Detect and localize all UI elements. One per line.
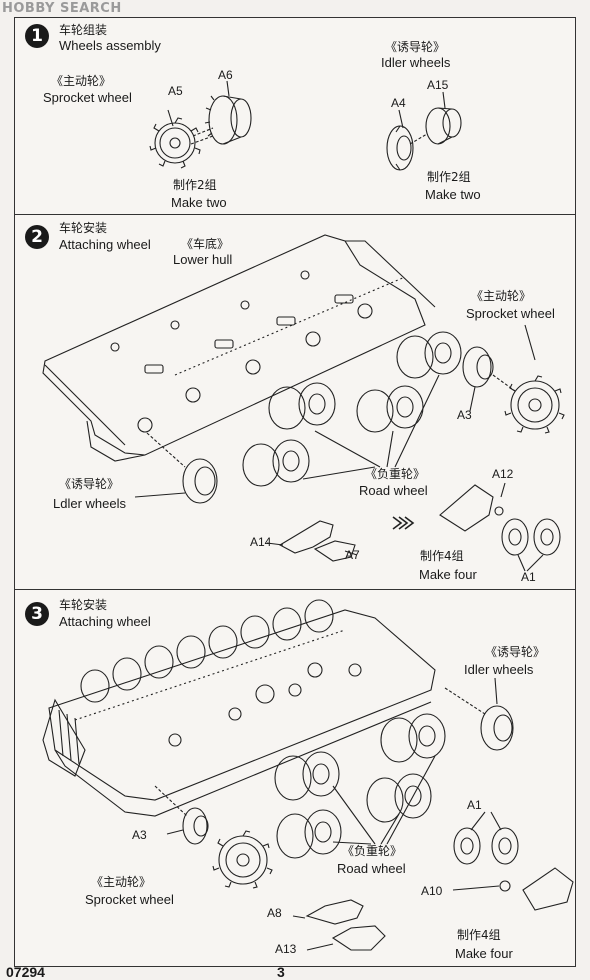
- sprocket-label-en: Sprocket wheel: [43, 90, 132, 105]
- make-two-en-right: Make two: [425, 187, 481, 202]
- part-a6-label: A6: [218, 68, 233, 82]
- make-two-en-left: Make two: [171, 195, 227, 210]
- step-2-drawing: [42, 234, 565, 572]
- idler-wheel-drawing: [134, 432, 218, 504]
- road-wheel-label-cn: 《负重轮》: [342, 844, 403, 858]
- hull-with-wheels-drawing: [42, 599, 436, 817]
- part-a8-label: A8: [267, 906, 282, 920]
- step-1-panel: 1 车轮组装 Wheels assembly 《主动轮》 Sprocket wh…: [14, 17, 576, 215]
- idler-label-cn: 《诱导轮》: [485, 645, 546, 659]
- road-wheel-pairs-drawing: [242, 331, 462, 487]
- watermark: HOBBY SEARCH: [2, 1, 122, 16]
- road-wheel-label-en: Road wheel: [359, 483, 428, 498]
- sprocket-label-cn: 《主动轮》: [51, 74, 112, 88]
- sprocket-wheel-drawing: [154, 785, 273, 889]
- idler-hub-a15-drawing: [409, 91, 462, 145]
- part-a10-label: A10: [421, 884, 443, 898]
- step-2-panel: 2 车轮安装 Attaching wheel 《车底》 Lower hull 《…: [14, 214, 576, 590]
- step-title-en: Attaching wheel: [59, 614, 151, 629]
- part-a3-label: A3: [132, 828, 147, 842]
- lower-hull-drawing: [42, 234, 436, 462]
- page-number: 3: [277, 964, 285, 980]
- part-a13-label: A13: [275, 942, 297, 956]
- sprocket-label-cn: 《主动轮》: [91, 875, 152, 889]
- road-wheel-label-cn: 《负重轮》: [365, 467, 426, 481]
- step-3-drawing: [42, 599, 574, 951]
- part-a3-label: A3: [457, 408, 472, 422]
- part-a5-label: A5: [168, 84, 183, 98]
- step-number: 3: [25, 602, 49, 626]
- idler-label-en: Ldler wheels: [53, 496, 126, 511]
- part-a4-label: A4: [391, 96, 406, 110]
- part-a7-label: A7: [345, 548, 360, 562]
- part-a1-label: A1: [521, 570, 536, 584]
- step-title-cn: 车轮安装: [59, 221, 108, 235]
- idler-label-cn: 《诱导轮》: [59, 477, 120, 491]
- sprocket-hub-a6-drawing: [190, 80, 252, 145]
- suspension-arm-drawing: [292, 899, 386, 951]
- step-title-cn: 车轮安装: [59, 598, 108, 612]
- part-a15-label: A15: [427, 78, 449, 92]
- sprocket-label-cn: 《主动轮》: [471, 289, 532, 303]
- make-four-label-en: Make four: [419, 567, 477, 582]
- idler-wheel-a4-drawing: [386, 109, 414, 171]
- sprocket-wheel-drawing: [462, 324, 565, 434]
- road-wheel-pairs-drawing: [274, 713, 446, 859]
- make-two-cn-left: 制作2组: [173, 178, 217, 192]
- footer-code: 07294: [6, 964, 45, 980]
- sprocket-label-en: Sprocket wheel: [466, 306, 555, 321]
- road-wheel-subassembly-drawing: [452, 811, 574, 911]
- make-four-label-en: Make four: [455, 946, 513, 961]
- make-two-cn-right: 制作2组: [427, 170, 471, 184]
- step-title-en: Attaching wheel: [59, 237, 151, 252]
- idler-label-cn: 《诱导轮》: [385, 40, 446, 54]
- step-title-en: Wheels assembly: [59, 38, 161, 53]
- road-wheel-label-en: Road wheel: [337, 861, 406, 876]
- lower-hull-label-en: Lower hull: [173, 252, 233, 267]
- make-four-label-cn: 制作4组: [420, 549, 464, 563]
- step-number: 1: [25, 24, 49, 48]
- sprocket-wheel-a5-drawing: [149, 109, 201, 169]
- part-a14-label: A14: [250, 535, 272, 549]
- wheels-assembly-drawing: [149, 80, 462, 171]
- part-a12-label: A12: [492, 467, 514, 481]
- sprocket-label-en: Sprocket wheel: [85, 892, 174, 907]
- make-four-label-cn: 制作4组: [457, 928, 501, 942]
- step-number: 2: [25, 225, 49, 249]
- idler-label-en: Idler wheels: [381, 55, 451, 70]
- idler-wheel-drawing: [444, 677, 514, 751]
- part-a1-label: A1: [467, 798, 482, 812]
- lower-hull-label-cn: 《车底》: [181, 237, 230, 251]
- step-3-panel: 3 车轮安装 Attaching wheel 《诱导轮》 Idler wheel…: [14, 589, 576, 967]
- direction-arrow: [392, 516, 415, 530]
- suspension-arm-drawing: [266, 520, 358, 562]
- idler-label-en: Idler wheels: [464, 662, 534, 677]
- step-title-cn: 车轮组装: [59, 23, 108, 37]
- road-wheel-subassembly-drawing: [439, 482, 561, 572]
